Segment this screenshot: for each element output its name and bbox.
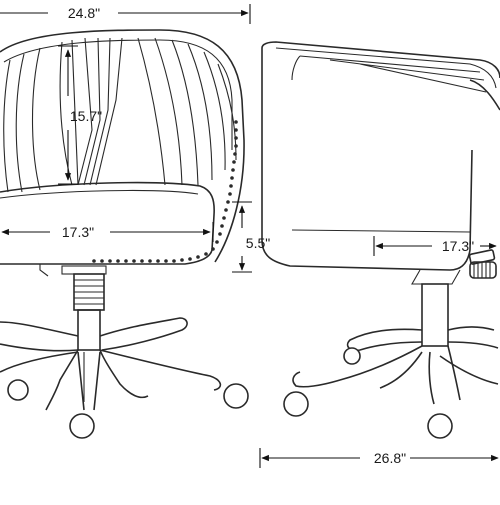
label-overall-width: 24.8" [68, 5, 100, 21]
dim-overall-width [0, 4, 251, 24]
dim-seat-thickness [232, 201, 252, 273]
label-seat-depth-side: 17.3" [442, 238, 474, 254]
side-view-chair [261, 41, 500, 439]
front-casters [7, 379, 249, 439]
label-seat-width-front: 17.3" [62, 224, 94, 240]
label-back-height: 15.7" [70, 108, 102, 124]
nailhead-trim [92, 120, 238, 263]
label-overall-depth: 26.8" [374, 450, 406, 466]
side-casters [283, 347, 453, 439]
dim-seat-width-front [1, 222, 214, 242]
front-back-pleats [3, 37, 237, 193]
label-seat-thickness: 5.5" [246, 235, 270, 251]
dim-overall-depth [259, 448, 499, 468]
front-view-chair [0, 29, 249, 439]
dim-back-height [58, 45, 78, 185]
dim-seat-depth-side [373, 236, 497, 256]
